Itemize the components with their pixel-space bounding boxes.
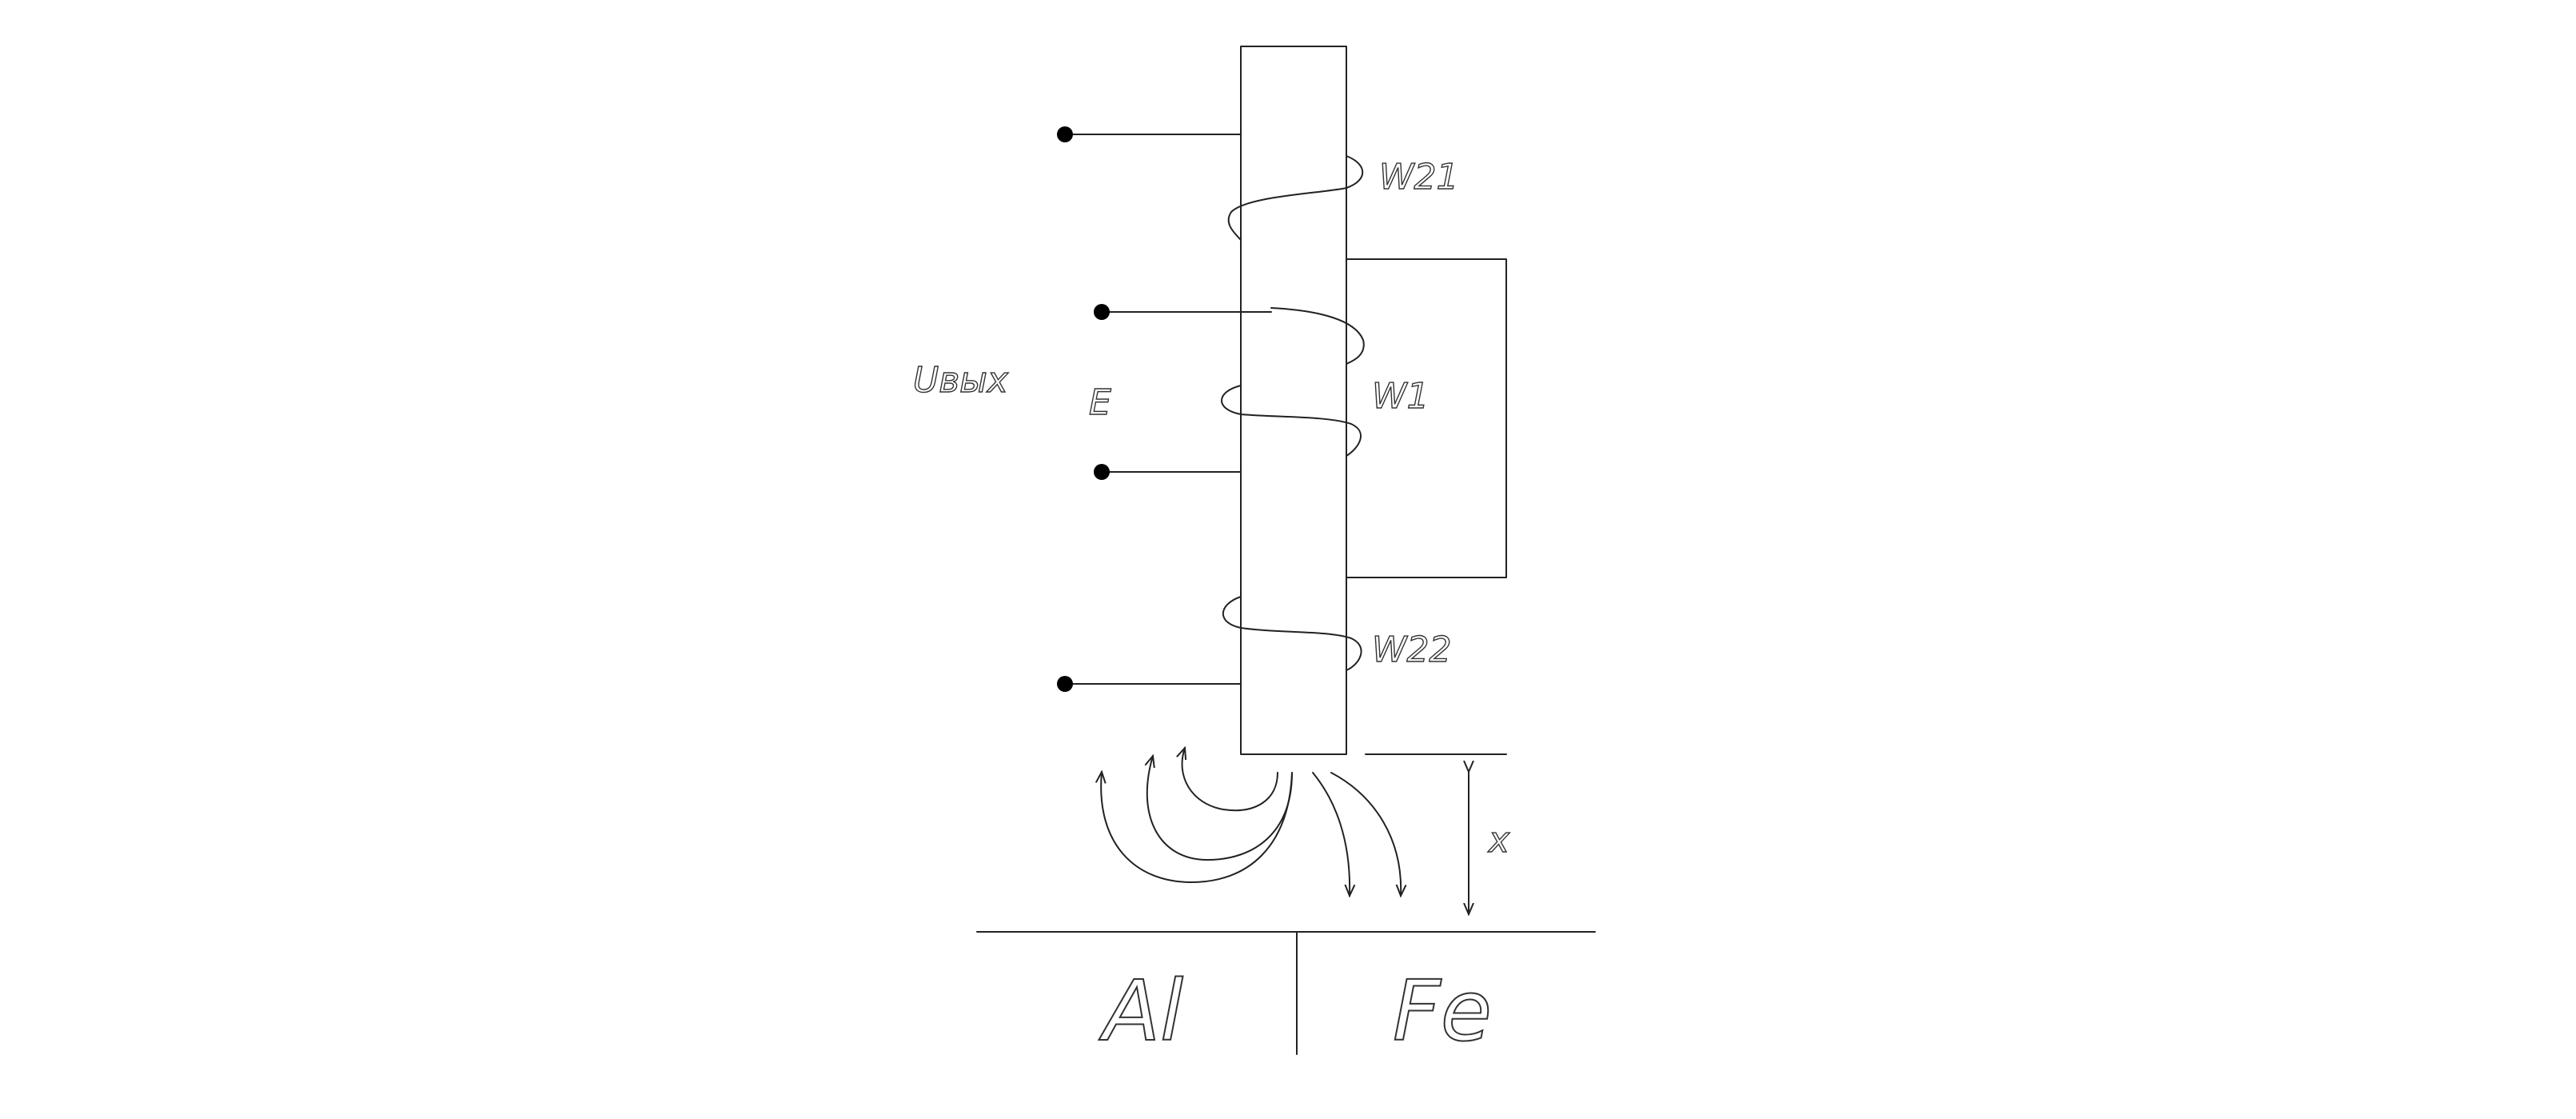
winding-w1 — [1270, 307, 1365, 365]
label-w22: W22 — [1372, 629, 1452, 670]
excitation-circuit-box — [1346, 258, 1507, 578]
terminal-dot-3 — [1094, 464, 1110, 480]
field-line-outer — [1101, 772, 1293, 883]
label-gap-x: x — [1487, 820, 1510, 861]
sensor-core — [1240, 46, 1347, 755]
label-output-voltage: Uвых — [913, 360, 1009, 401]
label-w1: W1 — [1372, 376, 1430, 417]
winding-w21 — [1227, 155, 1364, 241]
field-line-right-1 — [1312, 772, 1350, 896]
winding-w22 — [1222, 596, 1362, 671]
label-material-fe: Fe — [1393, 962, 1492, 1060]
label-material-al: Al — [1099, 962, 1183, 1060]
label-emf: E — [1089, 382, 1111, 423]
field-line-right-2 — [1330, 772, 1401, 896]
terminal-dot-2 — [1094, 304, 1110, 320]
label-w21: W21 — [1379, 157, 1459, 198]
winding-w1-turn-2 — [1221, 385, 1362, 457]
field-line-middle — [1147, 756, 1293, 861]
field-line-inner — [1182, 748, 1278, 812]
terminal-dot-4 — [1057, 676, 1073, 692]
terminal-dot-1 — [1057, 126, 1073, 142]
